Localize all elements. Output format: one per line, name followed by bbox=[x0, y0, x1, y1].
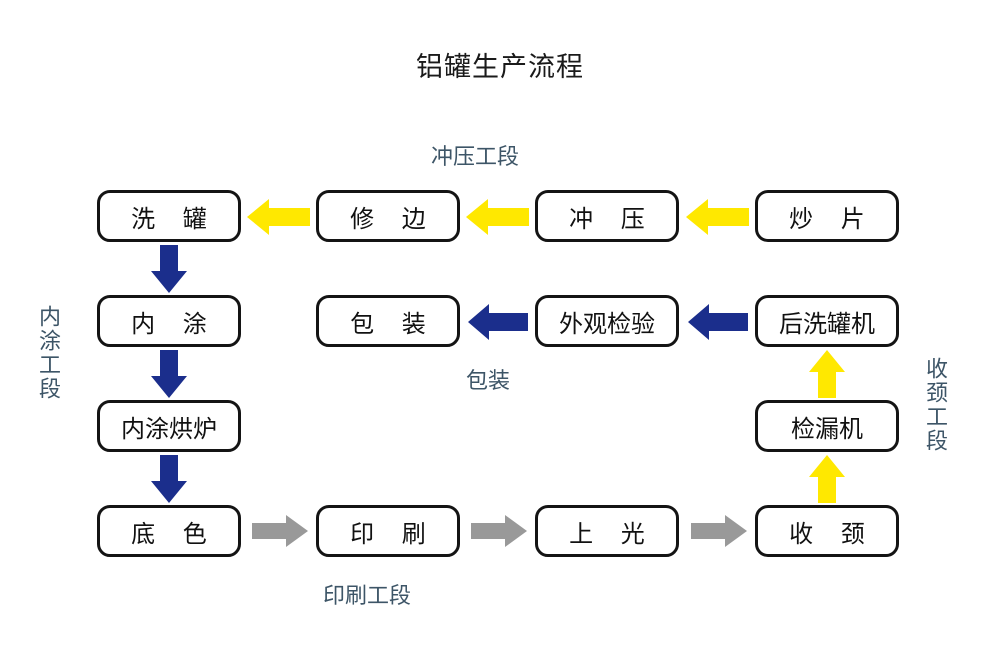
arrow-xiubian-to-xiguan bbox=[247, 199, 310, 235]
node-waiguanjianyan[interactable]: 外观检验 bbox=[535, 295, 679, 347]
arrow-neituhonglu-to-dise bbox=[151, 455, 187, 503]
node-xiguan[interactable]: 洗 罐 bbox=[97, 190, 241, 242]
arrow-houxiguanji-to-waiguanjianyan bbox=[688, 304, 748, 340]
node-chaopian[interactable]: 炒 片 bbox=[755, 190, 899, 242]
arrow-shoujing-to-jianlouji bbox=[809, 455, 845, 503]
arrow-waiguanjianyan-to-baozhuang bbox=[468, 304, 528, 340]
section-label-printing: 印刷工段 bbox=[323, 584, 412, 609]
arrow-yinshua-to-shangguang bbox=[471, 515, 527, 547]
node-jianlouji[interactable]: 检漏机 bbox=[755, 400, 899, 452]
node-neituhonglu[interactable]: 内涂烘炉 bbox=[97, 400, 241, 452]
section-label-packaging: 包装 bbox=[466, 369, 511, 394]
arrow-xiguan-to-neitu bbox=[151, 245, 187, 293]
section-label-stamping: 冲压工段 bbox=[431, 145, 520, 170]
node-houxiguanji[interactable]: 后洗罐机 bbox=[755, 295, 899, 347]
arrow-chaopian-to-chongya bbox=[686, 199, 749, 235]
arrow-chongya-to-xiubian bbox=[466, 199, 529, 235]
node-chongya[interactable]: 冲 压 bbox=[535, 190, 679, 242]
arrow-shangguang-to-shoujing bbox=[691, 515, 747, 547]
node-dise[interactable]: 底 色 bbox=[97, 505, 241, 557]
node-shoujing[interactable]: 收 颈 bbox=[755, 505, 899, 557]
node-baozhuang[interactable]: 包 装 bbox=[316, 295, 460, 347]
section-label-necking: 收颈工段 bbox=[922, 357, 947, 453]
section-label-coating: 内涂工段 bbox=[35, 305, 60, 401]
node-neitu[interactable]: 内 涂 bbox=[97, 295, 241, 347]
arrow-neitu-to-neituhonglu bbox=[151, 350, 187, 398]
node-yinshua[interactable]: 印 刷 bbox=[316, 505, 460, 557]
arrow-jianlouji-to-houxiguanji bbox=[809, 350, 845, 398]
node-xiubian[interactable]: 修 边 bbox=[316, 190, 460, 242]
node-shangguang[interactable]: 上 光 bbox=[535, 505, 679, 557]
page-title: 铝罐生产流程 bbox=[416, 52, 584, 83]
arrow-dise-to-yinshua bbox=[252, 515, 308, 547]
